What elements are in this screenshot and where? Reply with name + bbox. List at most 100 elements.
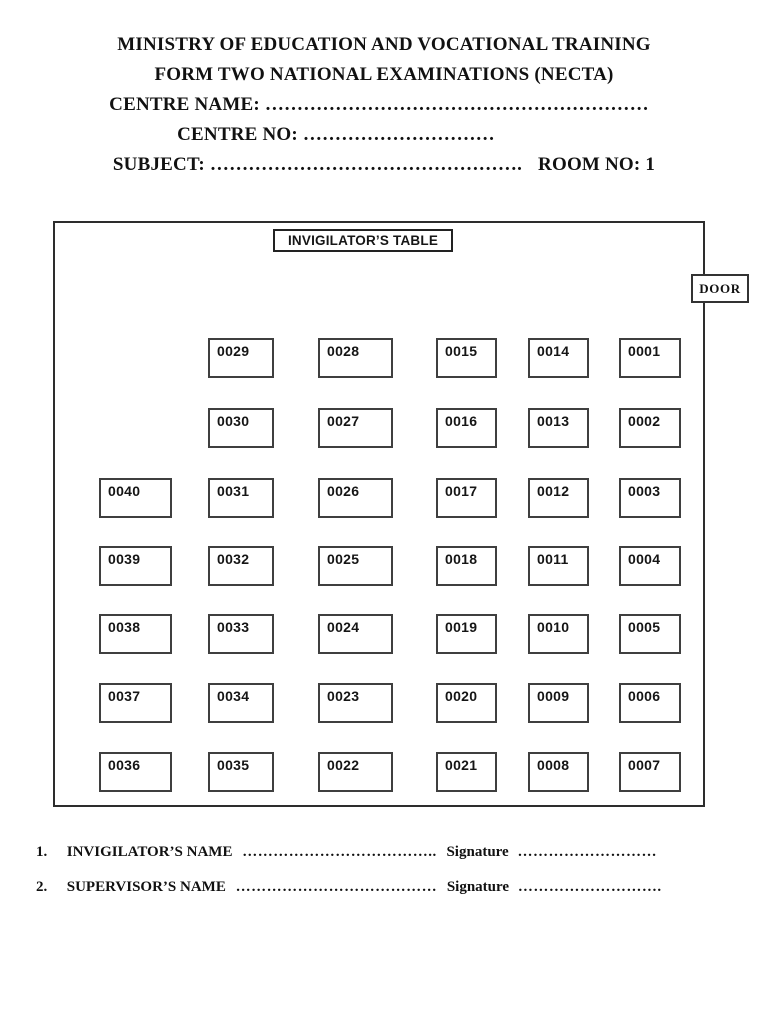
seat-number: 0014 (537, 343, 570, 359)
seat-number: 0037 (108, 688, 141, 704)
door-box: DOOR (691, 274, 749, 303)
seat-box: 0028 (318, 338, 393, 378)
seat-number: 0019 (445, 619, 478, 635)
seat-box: 0024 (318, 614, 393, 654)
seat-box: 0034 (208, 683, 274, 723)
seat-box: 0039 (99, 546, 172, 586)
seat-box: 0023 (318, 683, 393, 723)
invigilators-table-box: INVIGILATOR’S TABLE (273, 229, 453, 252)
list-number: 1. (36, 844, 48, 860)
seat-box: 0001 (619, 338, 681, 378)
seat-number: 0030 (217, 413, 250, 429)
signature-label: Signature (446, 879, 510, 895)
seat-box: 0035 (208, 752, 274, 792)
seat-number: 0001 (628, 343, 661, 359)
seat-box: 0040 (99, 478, 172, 518)
seat-box: 0017 (436, 478, 497, 518)
seat-box: 0038 (99, 614, 172, 654)
signature-dotted-line: ………………………. (517, 879, 662, 895)
seat-box: 0021 (436, 752, 497, 792)
seat-number: 0018 (445, 551, 478, 567)
seat-number: 0040 (108, 483, 141, 499)
seat-box: 0010 (528, 614, 589, 654)
seat-box: 0026 (318, 478, 393, 518)
seat-number: 0004 (628, 551, 661, 567)
seat-box: 0025 (318, 546, 393, 586)
seat-number: 0025 (327, 551, 360, 567)
seat-number: 0029 (217, 343, 250, 359)
seat-number: 0015 (445, 343, 478, 359)
door-label: DOOR (699, 280, 741, 296)
seat-box: 0015 (436, 338, 497, 378)
seat-number: 0038 (108, 619, 141, 635)
seat-number: 0017 (445, 483, 478, 499)
seat-box: 0020 (436, 683, 497, 723)
seat-box: 0009 (528, 683, 589, 723)
exam-title: FORM TWO NATIONAL EXAMINATIONS (NECTA) (154, 64, 614, 85)
seat-number: 0023 (327, 688, 360, 704)
seat-box: 0013 (528, 408, 589, 448)
seat-box: 0007 (619, 752, 681, 792)
seat-number: 0035 (217, 757, 250, 773)
seat-number: 0008 (537, 757, 570, 773)
seat-number: 0011 (537, 551, 569, 567)
seat-number: 0033 (217, 619, 250, 635)
seat-box: 0012 (528, 478, 589, 518)
seat-number: 0007 (628, 757, 661, 773)
seat-box: 0002 (619, 408, 681, 448)
seat-number: 0022 (327, 757, 360, 773)
document-header: MINISTRY OF EDUCATION AND VOCATIONAL TRA… (0, 30, 768, 180)
signature-label: Signature (446, 844, 509, 860)
seat-box: 0029 (208, 338, 274, 378)
seat-box: 0031 (208, 478, 274, 518)
invigilators-table-label: INVIGILATOR’S TABLE (287, 233, 439, 248)
seat-number: 0002 (628, 413, 661, 429)
seat-box: 0033 (208, 614, 274, 654)
seat-box: 0019 (436, 614, 497, 654)
seat-box: 0014 (528, 338, 589, 378)
seat-number: 0006 (628, 688, 661, 704)
seat-number: 0021 (445, 757, 478, 773)
seat-number: 0009 (537, 688, 570, 704)
seat-box: 0005 (619, 614, 681, 654)
seat-box: 0037 (99, 683, 172, 723)
invigilator-signature-line: 1. INVIGILATOR’S NAME ……………………………….. Sig… (36, 844, 663, 861)
signature-dotted-line: ……………………… (517, 844, 657, 860)
subject-line: SUBJECT: …………………………………………. (112, 154, 523, 175)
seat-box: 0004 (619, 546, 681, 586)
supervisor-signature-line: 2. SUPERVISOR’S NAME ………………………………… Signa… (36, 879, 668, 896)
seat-box: 0018 (436, 546, 497, 586)
seat-number: 0039 (108, 551, 141, 567)
invigilator-name-label: INVIGILATOR’S NAME (66, 844, 233, 860)
supervisor-name-dotted-line: ………………………………… (235, 879, 438, 895)
seat-number: 0010 (537, 619, 570, 635)
seat-number: 0034 (217, 688, 250, 704)
seat-box: 0006 (619, 683, 681, 723)
supervisor-name-label: SUPERVISOR’S NAME (66, 879, 226, 895)
seat-box: 0003 (619, 478, 681, 518)
seat-number: 0012 (537, 483, 570, 499)
seat-number: 0036 (108, 757, 141, 773)
seat-box: 0022 (318, 752, 393, 792)
list-number: 2. (36, 879, 48, 895)
subject-room-line: SUBJECT: …………………………………………. ROOM NO: 1 (0, 150, 768, 180)
seat-box: 0030 (208, 408, 274, 448)
seat-number: 0026 (327, 483, 360, 499)
ministry-title: MINISTRY OF EDUCATION AND VOCATIONAL TRA… (117, 34, 651, 55)
seat-box: 0032 (208, 546, 274, 586)
seat-number: 0031 (217, 483, 250, 499)
seat-number: 0027 (327, 413, 360, 429)
seat-box: 0011 (528, 546, 589, 586)
centre-name-line: CENTRE NAME: …………………………………………………… (109, 94, 649, 115)
seat-number: 0028 (327, 343, 360, 359)
room-no-label: ROOM NO: 1 (538, 154, 656, 175)
invigilator-name-dotted-line: ……………………………….. (242, 844, 437, 860)
centre-no-line: CENTRE NO: ………………………… (177, 124, 495, 145)
seat-box: 0016 (436, 408, 497, 448)
seat-number: 0024 (327, 619, 360, 635)
exam-room-outline: INVIGILATOR’S TABLE 0029 0028 0015 0014 0001… (53, 221, 705, 807)
seat-number: 0005 (628, 619, 661, 635)
seat-number: 0020 (445, 688, 478, 704)
seat-number: 0003 (628, 483, 661, 499)
